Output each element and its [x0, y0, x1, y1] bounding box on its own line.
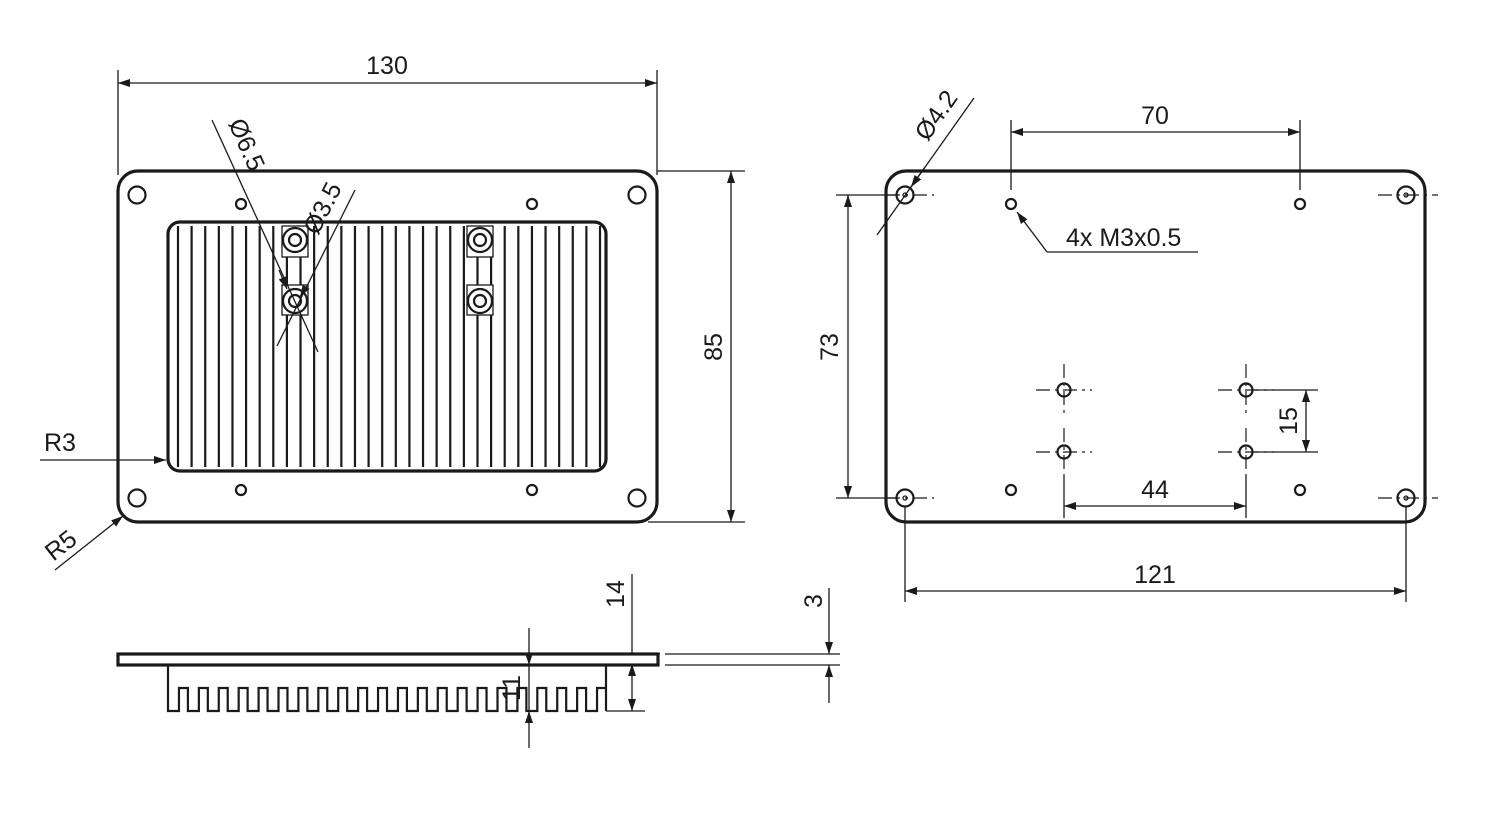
corner-hole-bl	[127, 488, 147, 508]
small-hole	[234, 483, 248, 497]
corner-hole-tr	[627, 185, 647, 205]
center-hole-pattern	[1036, 364, 1274, 476]
small-hole	[525, 197, 539, 211]
dim-height-14: 14	[602, 580, 630, 608]
radius-r3-label: R3	[44, 429, 76, 457]
through-hole-dia-label: Ø3.5	[298, 178, 348, 239]
front-view: 130 85 R3 R5 Ø6.5 Ø3.5	[40, 52, 745, 571]
side-fin-profile	[166, 665, 608, 713]
dim-vertical-73: 73	[816, 333, 844, 361]
dim-vertical-15: 15	[1275, 407, 1303, 435]
counterbore-dia-label: Ø6.5	[222, 114, 270, 175]
dim-spacing-70: 70	[1141, 102, 1169, 130]
small-hole	[234, 197, 248, 211]
m3-hole	[1293, 197, 1307, 211]
small-hole	[525, 483, 539, 497]
back-hole-dia-label: Ø4.2	[909, 85, 963, 145]
heatsink-fins	[176, 226, 602, 467]
dim-horizontal-44: 44	[1141, 476, 1169, 504]
front-plate-outline	[116, 169, 659, 524]
back-plate-outline	[884, 169, 1427, 524]
corner-hole-tl	[127, 185, 147, 205]
front-fin-area	[166, 220, 608, 473]
dim-height-85: 85	[700, 333, 728, 361]
m3-hole	[1293, 483, 1307, 497]
m3-hole	[1004, 483, 1018, 497]
side-plate	[116, 652, 660, 667]
corner-hole-br	[627, 488, 647, 508]
dim-width-121: 121	[1134, 561, 1176, 589]
side-view: 14 3 11	[116, 574, 840, 748]
m3-hole	[1004, 197, 1018, 211]
thread-callout: 4x M3x0.5	[1066, 224, 1181, 252]
dim-thickness-3: 3	[800, 594, 828, 608]
radius-r5-label: R5	[40, 525, 82, 567]
back-view: Ø4.2 70 4x M3x0.5 73 15 44 121	[816, 85, 1438, 602]
dim-fin-height-11: 11	[498, 675, 526, 701]
dim-width-130: 130	[366, 52, 408, 80]
